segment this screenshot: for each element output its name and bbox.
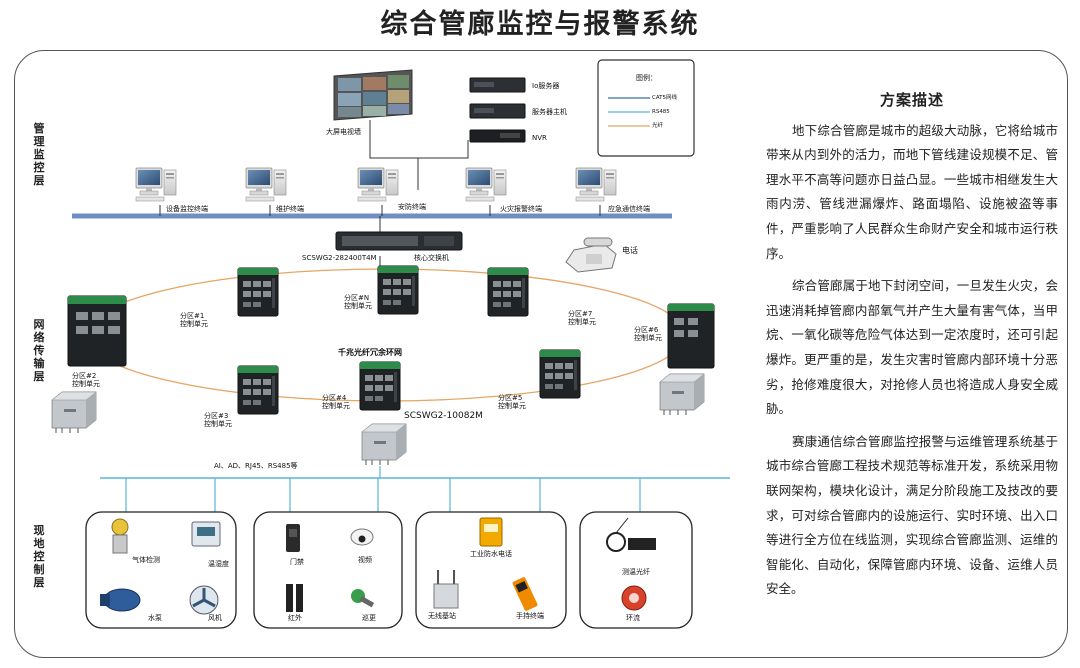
description-paragraph-2: 综合管廊属于地下封闭空间，一旦发生火灾，会迅速消耗掉管廊内部氧气并产生大量有害气… [766, 278, 1058, 417]
node-6-unit: 控制单元 [634, 334, 662, 342]
node-7-zone: 分区#7 [568, 310, 593, 318]
pump-icon [100, 588, 141, 612]
waterproof-phone-icon [479, 517, 503, 547]
diagram-frame [14, 50, 1068, 658]
io-box-center [361, 423, 407, 466]
handheld-terminal-icon [512, 577, 538, 611]
node-2-unit: 控制单元 [72, 380, 100, 388]
infrared-icon [286, 584, 303, 612]
core-switch-label: 核心交换机 [414, 254, 449, 262]
ring-switch-4 [359, 361, 401, 411]
node-5-zone: 分区#5 [498, 394, 523, 402]
node-1-unit: 控制单元 [180, 320, 208, 328]
description-paragraph-1: 地下综合管廊是城市的超级大动脉，它将给城市带来从内到外的活力，而地下管线建设规模… [766, 122, 1058, 261]
node-5-unit: 控制单元 [498, 402, 526, 410]
device-circulation-label: 环流 [626, 614, 640, 622]
node-3-zone: 分区#3 [204, 412, 229, 420]
ring-switch-7 [487, 267, 529, 317]
ring-switch-1 [237, 267, 279, 317]
layer-network-label: 网络传输层 [33, 318, 45, 383]
io-box-right [659, 373, 705, 416]
node-1-zone: 分区#1 [180, 312, 205, 320]
device-humidity-label: 温湿度 [208, 560, 229, 568]
device-fan-label: 风机 [208, 614, 222, 622]
device-gas-label: 气体检测 [132, 556, 160, 564]
device-wireless-base-label: 无线基站 [428, 612, 456, 620]
server-label-io: Io服务器 [532, 82, 560, 90]
legend-item-fiber: 光纤 [652, 123, 664, 129]
device-camera-label: 视频 [358, 556, 372, 564]
node-4-unit: 控制单元 [322, 402, 350, 410]
node-4-zone: 分区#4 [322, 394, 347, 402]
description-heading: 方案描述 [879, 91, 944, 109]
device-access-label: 门禁 [290, 558, 304, 566]
legend-item-cat5: CAT5网线 [652, 95, 678, 101]
server-label-host: 服务器主机 [532, 108, 567, 116]
device-patrol-label: 巡更 [362, 614, 376, 622]
server-rack [469, 77, 526, 143]
field-group-comm [415, 511, 567, 629]
camera-icon [350, 528, 374, 546]
node-2-zone: 分区#2 [72, 372, 97, 380]
legend-box [597, 59, 695, 157]
network-diagram [51, 59, 730, 629]
wireless-base-icon [433, 570, 459, 609]
fan-icon [189, 585, 219, 615]
pc-icon-4 [465, 167, 507, 202]
access-control-icon [286, 524, 300, 552]
terminal-label-4: 火灾报警终端 [500, 205, 542, 213]
terminal-label-1: 设备监控终端 [166, 205, 208, 213]
ring-switch-5 [539, 349, 581, 399]
node-n-unit: 控制单元 [344, 302, 372, 310]
core-switch-model: SCSWG2-282400T4M [302, 254, 377, 262]
field-group-env [85, 511, 237, 629]
pc-icon-5 [575, 167, 617, 202]
device-handheld-label: 手持终端 [516, 612, 544, 620]
ring-switch-6 [667, 303, 715, 369]
field-group-security [253, 511, 403, 629]
device-pump-label: 水泵 [148, 614, 162, 622]
video-wall [333, 69, 413, 121]
field-group-power [579, 511, 693, 629]
page-title: 综合管廊监控与报警系统 [380, 9, 700, 40]
server-label-nvr: NVR [532, 134, 547, 142]
ring-switch-2 [67, 295, 127, 367]
legend-title: 图例： [636, 74, 657, 82]
layer-field-label: 现地控制层 [33, 524, 45, 589]
phone-icon [565, 237, 617, 273]
description-paragraph-3: 赛康通信综合管廊监控报警与运维管理系统基于城市综合管廊工程技术规范等标准开发，系… [766, 433, 1058, 597]
terminal-label-5: 应急通信终端 [608, 205, 650, 213]
core-switch [335, 231, 463, 251]
ring-switch-n [377, 265, 419, 315]
io-types-label: AI、AD、RJ45、RS485等 [214, 462, 298, 470]
gas-detector-icon [111, 518, 129, 554]
pc-icon-2 [245, 167, 287, 202]
video-wall-label: 大屏电视墙 [326, 128, 361, 136]
node-7-unit: 控制单元 [568, 318, 596, 326]
description-panel: 方案描述 地下综合管廊是城市的超级大动脉，它将给城市带来从内到外的活力，而地下管… [766, 88, 1058, 610]
device-temp-fiber-label: 测温光纤 [622, 568, 650, 576]
node-6-zone: 分区#6 [634, 326, 659, 334]
legend-item-rs485: RS485 [652, 109, 670, 115]
layer-management-label: 管理监控层 [33, 122, 45, 187]
humidity-sensor-icon [191, 521, 221, 547]
terminal-label-2: 维护终端 [276, 205, 304, 213]
device-waterproof-phone-label: 工业防水电话 [470, 550, 512, 558]
io-box-left [51, 391, 97, 434]
phone-label: 电话 [622, 246, 638, 255]
terminal-label-3: 安防终端 [398, 203, 426, 211]
node-n-zone: 分区#N [344, 294, 370, 302]
circulation-icon [621, 585, 647, 611]
ring-switch-3 [237, 365, 279, 415]
pc-icon-3 [357, 167, 399, 202]
bottom-switch-model: SCSWG2-10082M [404, 411, 483, 421]
device-infrared-label: 红外 [288, 614, 302, 622]
node-3-unit: 控制单元 [204, 420, 232, 428]
pc-icon-1 [135, 167, 177, 202]
patrol-icon [351, 589, 375, 608]
temperature-fiber-icon [606, 517, 656, 552]
ring-label: 千兆光纤冗余环网 [338, 348, 402, 357]
